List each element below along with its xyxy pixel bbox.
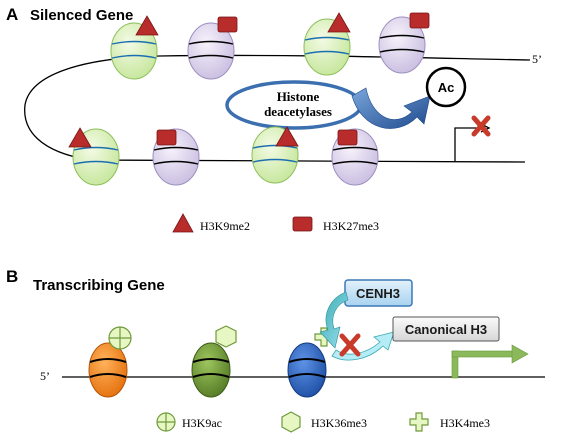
legend-panel-a: H3K9me2 H3K27me3 bbox=[172, 213, 379, 233]
panel-b: B Transcribing Gene 5’ bbox=[6, 267, 545, 433]
legend-h3k9ac-label: H3K9ac bbox=[182, 416, 222, 430]
panel-a-letter: A bbox=[6, 5, 18, 24]
nucleosome-blue bbox=[287, 342, 327, 398]
exchange-blocked-x-icon bbox=[339, 333, 361, 357]
legend-circle-plus-icon bbox=[156, 412, 176, 432]
canonical-exchange-arrow-icon bbox=[331, 331, 395, 361]
cenh3-label: CENH3 bbox=[356, 286, 400, 301]
panel-a-title: Silenced Gene bbox=[30, 7, 133, 24]
acetyl-group-label: Ac bbox=[438, 80, 455, 95]
h3k27me3-square-icon bbox=[409, 12, 430, 29]
legend-cross-icon bbox=[409, 412, 429, 432]
panel-b-5prime-label: 5’ bbox=[40, 369, 50, 383]
h3k9me2-triangle-icon bbox=[68, 127, 92, 148]
acetyl-group-circle-icon bbox=[425, 66, 467, 108]
nucleosome-purple bbox=[378, 16, 426, 74]
legend-panel-b: H3K9ac H3K36me3 H3K4me3 bbox=[156, 411, 490, 433]
deacetylation-arrow-icon bbox=[351, 87, 431, 129]
h3k9me2-triangle-icon bbox=[135, 15, 159, 36]
histone-deacetylases-label-line2: deacetylases bbox=[264, 104, 332, 119]
legend-hexagon-icon bbox=[281, 411, 301, 433]
h3k9me2-triangle-icon bbox=[327, 12, 351, 33]
active-tss-arrow-icon bbox=[451, 344, 529, 379]
histone-deacetylases-label-line1: Histone bbox=[277, 89, 320, 104]
h3k9me2-triangle-icon bbox=[275, 126, 299, 147]
h3k27me3-square-icon bbox=[337, 129, 358, 146]
legend-h3k9me2-label: H3K9me2 bbox=[200, 219, 250, 233]
nucleosome-olive bbox=[191, 342, 231, 398]
nucleosome-green bbox=[110, 22, 158, 80]
nucleosome-orange bbox=[88, 342, 128, 398]
legend-h3k27me3-label: H3K27me3 bbox=[323, 219, 379, 233]
canonical-h3-box bbox=[392, 316, 500, 342]
legend-h3k4me3-label: H3K4me3 bbox=[440, 416, 490, 430]
legend-triangle-icon bbox=[172, 213, 194, 233]
nucleosome-green bbox=[303, 18, 351, 76]
panel-b-title: Transcribing Gene bbox=[33, 277, 165, 294]
panel-a-5prime-label: 5’ bbox=[532, 52, 542, 66]
tss-arrow-blocked-icon bbox=[454, 127, 484, 162]
nucleosome-purple bbox=[187, 22, 235, 80]
cenh3-insert-arrow-icon bbox=[319, 291, 349, 349]
h3k27me3-square-icon bbox=[156, 129, 177, 146]
block-x-icon bbox=[471, 115, 491, 137]
legend-square-icon bbox=[292, 216, 313, 232]
panel-a: A Silenced Gene 5’ bbox=[6, 5, 542, 233]
legend-h3k36me3-label: H3K36me3 bbox=[311, 416, 367, 430]
h3k27me3-square-icon bbox=[217, 16, 238, 33]
h3k36me3-hexagon-icon bbox=[215, 325, 237, 348]
panel-b-letter: B bbox=[6, 267, 18, 286]
h3k9ac-circle-plus-icon bbox=[108, 326, 132, 350]
canonical-h3-label: Canonical H3 bbox=[405, 322, 487, 337]
